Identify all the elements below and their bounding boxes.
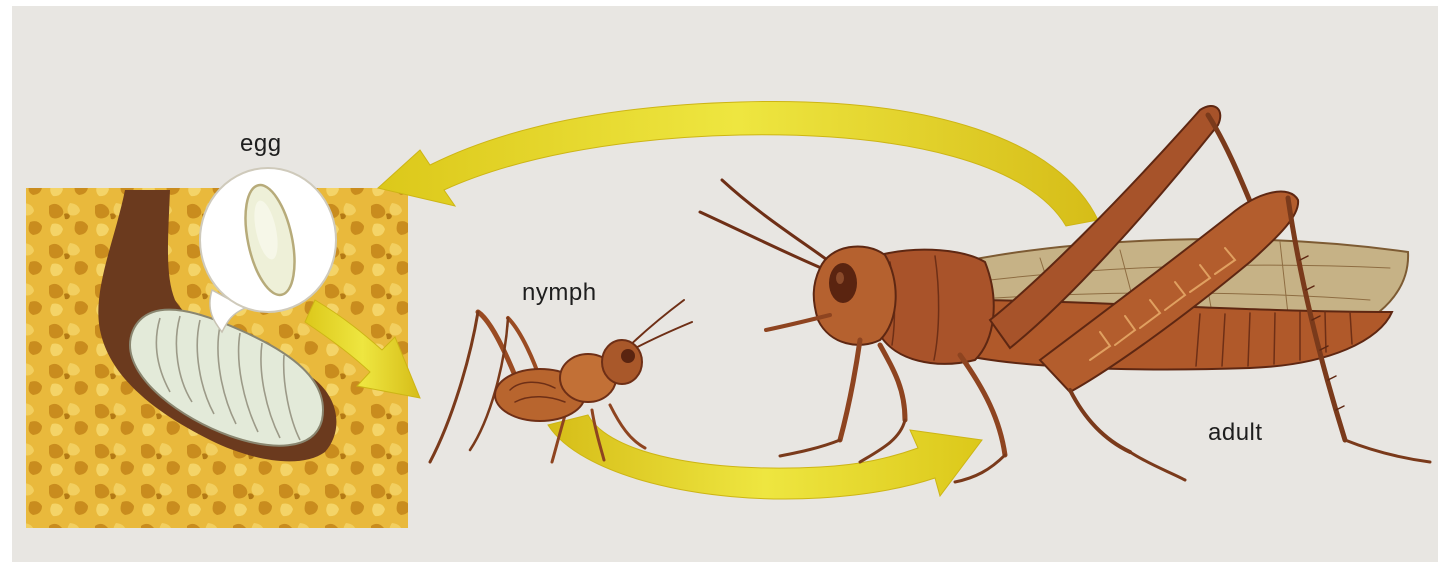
label-adult: adult	[1208, 419, 1263, 447]
head	[814, 246, 896, 344]
label-nymph: nymph	[522, 279, 597, 307]
label-egg: egg	[240, 130, 282, 158]
compound-eye	[829, 263, 857, 303]
